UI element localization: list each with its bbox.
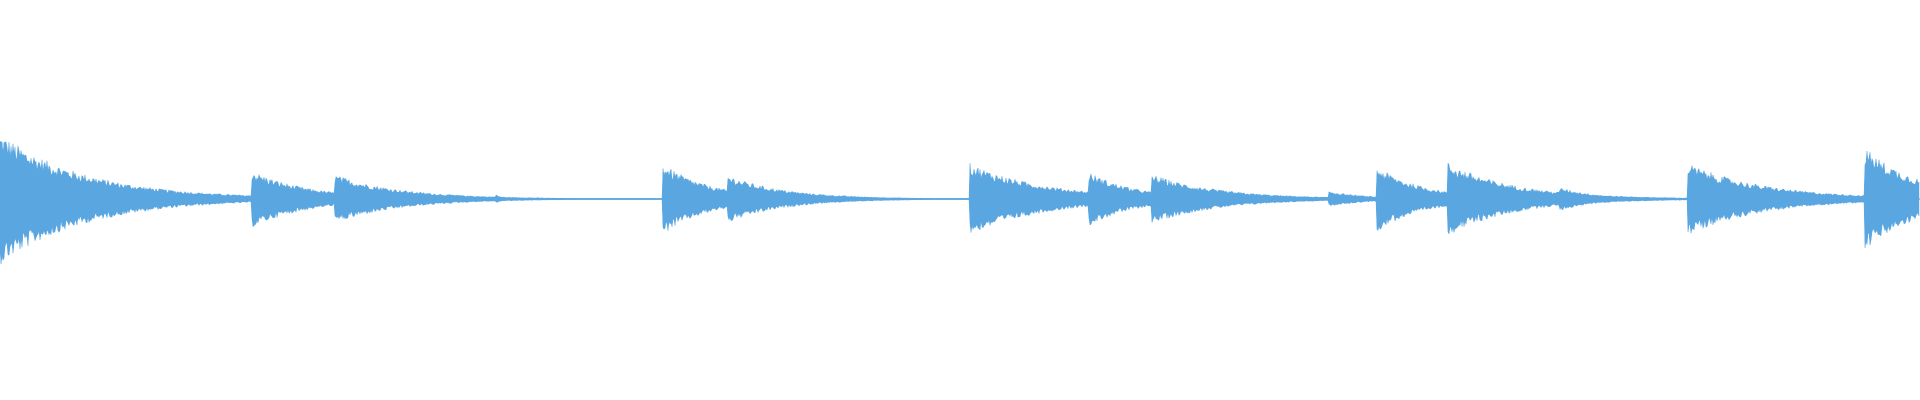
waveform-envelope bbox=[0, 140, 1920, 265]
